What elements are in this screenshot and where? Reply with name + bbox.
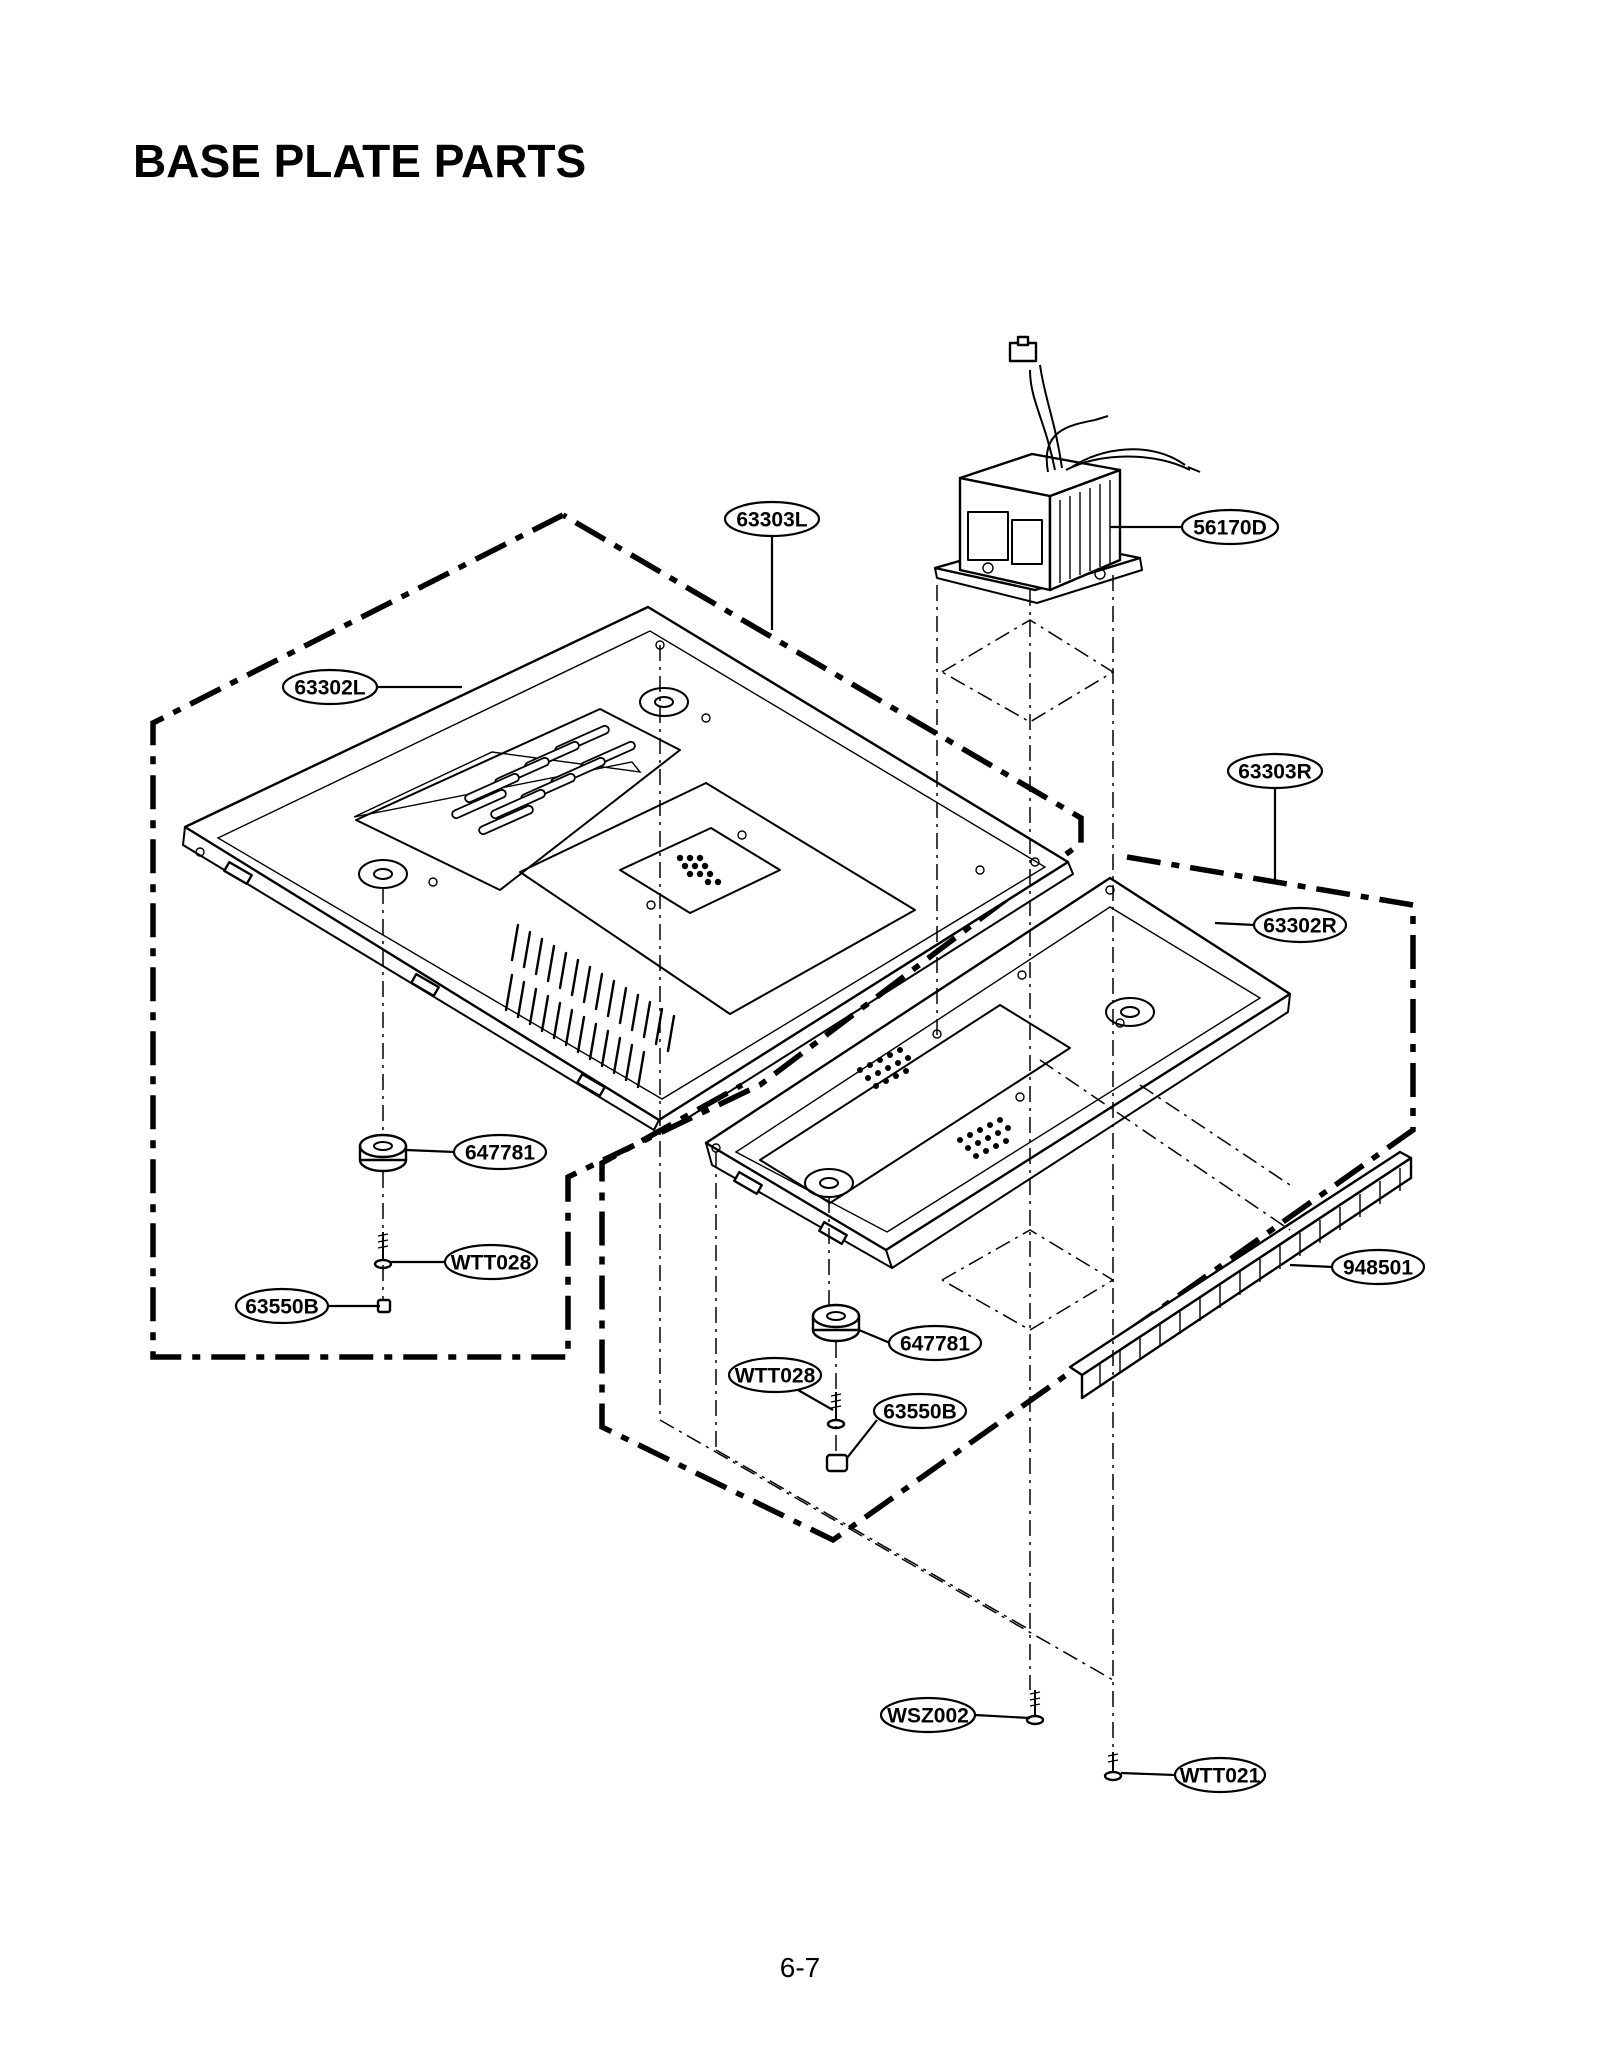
callout-56170D: 56170D (1180, 508, 1280, 546)
left-base-plate (182, 605, 1074, 1134)
callout-label: WTT028 (735, 1365, 816, 1388)
callout-63550B-right: 63550B (872, 1392, 968, 1430)
callout-WSZ002: WSZ002 (879, 1696, 977, 1734)
right-plate-vent-patch-2 (957, 1117, 1011, 1159)
left-plate-slot-vents (451, 724, 636, 836)
callout-label: 63550B (245, 1296, 319, 1319)
callout-63550B-left: 63550B (234, 1287, 330, 1325)
left-plate-louvres (504, 923, 676, 1089)
callout-63302R: 63302R (1252, 906, 1348, 944)
callout-63302L: 63302L (281, 668, 379, 706)
screw-wsz002 (1025, 1690, 1045, 1726)
callout-647781-right: 647781 (887, 1324, 983, 1362)
page-title: BASE PLATE PARTS (133, 135, 587, 187)
callout-label: 647781 (465, 1142, 535, 1165)
callout-label: 63302R (1263, 915, 1337, 938)
transformer (933, 335, 1201, 604)
left-assembly-boundary (150, 512, 1084, 1360)
callout-label: 647781 (900, 1333, 970, 1356)
foot-left (358, 1133, 408, 1173)
callout-label: WTT028 (451, 1252, 532, 1275)
callout-label: 63303R (1238, 761, 1312, 784)
cap-right (825, 1453, 849, 1473)
left-plate-dot-cluster (676, 854, 722, 886)
callout-948501: 948501 (1330, 1248, 1426, 1286)
callout-63303R: 63303R (1226, 752, 1324, 790)
projection-lines (382, 575, 1291, 1752)
callout-WTT028-right: WTT028 (727, 1356, 823, 1394)
callout-WTT021: WTT021 (1173, 1756, 1267, 1794)
foot-right (811, 1303, 861, 1343)
callout-label: 63550B (883, 1401, 957, 1424)
callout-647781-left: 647781 (452, 1133, 548, 1171)
callout-label: 63303L (736, 509, 807, 532)
callout-63303L: 63303L (723, 500, 821, 538)
callout-label: 56170D (1193, 517, 1267, 540)
page-number: 6-7 (779, 1952, 821, 1983)
callout-label: WSZ002 (887, 1705, 969, 1728)
callout-WTT028-left: WTT028 (443, 1243, 539, 1281)
right-plate-vent-patch-1 (857, 1047, 911, 1089)
callout-label: 63302L (294, 677, 365, 700)
callout-label: WTT021 (1180, 1765, 1261, 1788)
screw-wtt021 (1103, 1752, 1123, 1782)
right-base-plate (704, 876, 1292, 1269)
leader-lines (328, 525, 1334, 1777)
right-assembly-boundary (599, 854, 1416, 1544)
callout-label: 948501 (1343, 1257, 1413, 1280)
gasket-strip (1068, 1150, 1413, 1400)
